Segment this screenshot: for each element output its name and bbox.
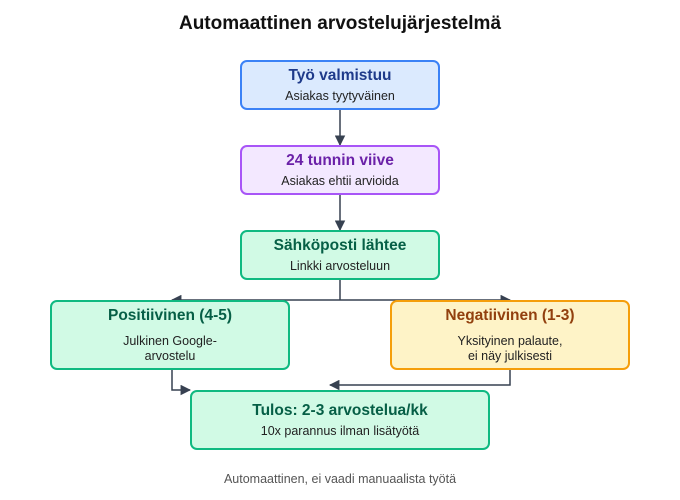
node-negative: Negatiivinen (1-3) Yksityinen palaute, e… xyxy=(390,300,630,370)
connector-positive-to-result xyxy=(171,370,192,396)
node-email-title: Sähköposti lähtee xyxy=(273,237,407,254)
node-negative-title: Negatiivinen (1-3) xyxy=(445,307,575,324)
node-positive-subtitle: Julkinen Google- arvostelu xyxy=(123,334,217,363)
footer-note: Automaattinen, ei vaadi manuaalista työt… xyxy=(0,470,680,488)
node-result-title: Tulos: 2-3 arvostelua/kk xyxy=(252,402,428,419)
node-result: Tulos: 2-3 arvostelua/kk 10x parannus il… xyxy=(190,390,490,450)
node-positive: Positiivinen (4-5) Julkinen Google- arvo… xyxy=(50,300,290,370)
node-delay: 24 tunnin viive Asiakas ehtii arvioida xyxy=(240,145,440,195)
node-delay-subtitle: Asiakas ehtii arvioida xyxy=(281,174,399,188)
node-delay-title: 24 tunnin viive xyxy=(286,152,394,169)
node-result-subtitle: 10x parannus ilman lisätyötä xyxy=(260,424,420,438)
node-work-done: Työ valmistuu Asiakas tyytyväinen xyxy=(240,60,440,110)
footer-note-text: Automaattinen, ei vaadi manuaalista työt… xyxy=(219,470,461,488)
connector-negative-to-result xyxy=(328,370,511,391)
node-email-subtitle: Linkki arvosteluun xyxy=(289,259,391,273)
node-work-done-title: Työ valmistuu xyxy=(288,67,392,84)
node-work-done-subtitle: Asiakas tyytyväinen xyxy=(285,89,395,103)
node-negative-subtitle: Yksityinen palaute, ei näy julkisesti xyxy=(457,334,563,363)
node-positive-title: Positiivinen (4-5) xyxy=(107,307,233,324)
node-email: Sähköposti lähtee Linkki arvosteluun xyxy=(240,230,440,280)
page-title: Automaattinen arvostelujärjestelmä xyxy=(178,13,502,34)
